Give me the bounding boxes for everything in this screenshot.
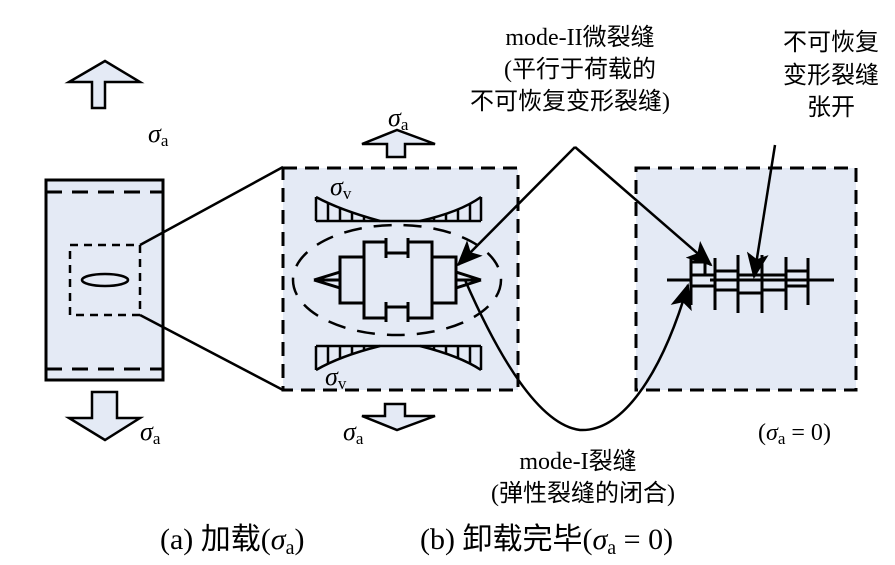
caption-b: (b) 卸载完毕(σa = 0) — [420, 523, 673, 559]
mode1-annotation: mode-I裂缝 (弹性裂缝的闭合) — [491, 448, 675, 507]
sigma-a-label-small-top: σa — [388, 103, 409, 134]
panel-a-specimen — [44, 59, 165, 442]
tension-arrow-up-icon — [64, 59, 145, 110]
irrev-line3: 张开 — [807, 94, 855, 121]
panel-b-unloaded-detail — [634, 166, 858, 392]
irrecoverable-annotation: 不可恢复 变形裂缝 张开 — [783, 29, 879, 121]
stress-distribution-top — [314, 195, 483, 223]
mode1-title: mode-I裂缝 — [519, 448, 636, 475]
mode2-desc-line1: (平行于荷载的 — [504, 56, 656, 83]
caption-a: (a) 加载(σa) — [160, 523, 304, 559]
sigma-v-label-top: σv — [330, 172, 352, 203]
irrev-line1: 不可恢复 — [783, 29, 879, 56]
mode2-arrow-to-loaded — [456, 146, 576, 267]
crack-ellipse — [80, 272, 130, 288]
detail-region-box — [68, 243, 142, 317]
irrev-line2: 变形裂缝 — [783, 62, 879, 89]
sigma-a-label-small-bottom: σa — [343, 417, 364, 448]
unloaded-condition-label: (σa = 0) — [758, 420, 831, 448]
tension-arrow-up-small-icon — [361, 128, 436, 159]
specimen-body — [44, 178, 165, 382]
sigma-a-label-top: σa — [148, 119, 169, 150]
process-zone-ellipse — [291, 223, 503, 337]
sigma-a-label-bottom: σa — [140, 417, 161, 448]
zoom-line-bottom — [139, 313, 284, 392]
panel-b-loaded-detail — [281, 128, 520, 432]
irrecoverable-opening-arrow — [746, 144, 777, 279]
mode2-arrow-to-unloaded — [574, 146, 713, 267]
mode1-closure-arrow — [463, 279, 692, 432]
mode1-desc: (弹性裂缝的闭合) — [491, 480, 675, 507]
zoom-line-top — [139, 165, 284, 247]
stepped-crack-open — [313, 238, 482, 322]
stress-distribution-bottom — [314, 344, 483, 372]
mode2-annotation: mode-II微裂缝 (平行于荷载的 不可恢复变形裂缝) — [470, 24, 670, 115]
tension-arrow-down-icon — [64, 390, 145, 442]
mode2-title: mode-II微裂缝 — [505, 24, 654, 51]
sigma-v-label-bottom: σv — [325, 362, 347, 393]
tension-arrow-down-small-icon — [361, 402, 436, 432]
mode2-desc-line2: 不可恢复变形裂缝) — [470, 88, 670, 115]
stepped-crack-residual — [667, 255, 834, 313]
